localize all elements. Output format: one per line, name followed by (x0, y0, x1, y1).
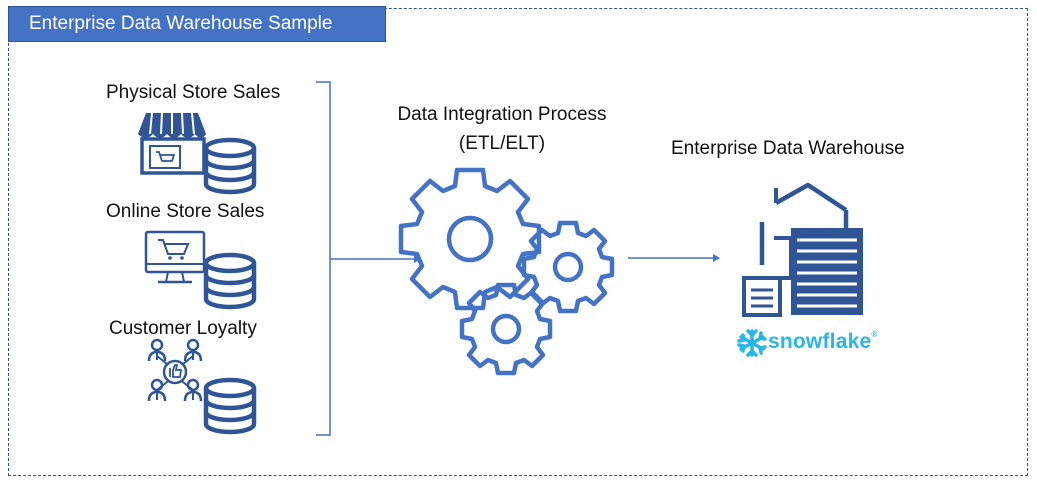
arrowhead-to-warehouse (713, 254, 720, 262)
snowflake-logo-icon (737, 329, 767, 357)
diagram-title: Enterprise Data Warehouse Sample (8, 6, 386, 42)
source-bracket (316, 81, 331, 436)
database-icon-online (206, 255, 254, 307)
process-label-line1: Data Integration Process (397, 104, 607, 125)
snowflake-brand-text: snowflake (768, 330, 872, 353)
server-icon (742, 182, 863, 317)
warehouse-label: Enterprise Data Warehouse (671, 138, 905, 159)
customer-network-icon (147, 338, 203, 403)
process-label-line2: (ETL/ELT) (458, 133, 546, 154)
snowflake-wordmark: snowflake® (768, 330, 877, 354)
store-icon (138, 112, 206, 175)
source-label-customer-loyalty: Customer Loyalty (109, 318, 257, 339)
database-icon-physical (206, 140, 254, 192)
snowflake-registered-mark: ® (871, 330, 878, 339)
source-label-physical-store: Physical Store Sales (106, 82, 281, 103)
source-label-online-store: Online Store Sales (106, 201, 265, 222)
database-icon-loyalty (206, 380, 254, 432)
monitor-cart-icon (144, 230, 206, 284)
gears-icon (398, 167, 615, 376)
diagram-frame (8, 8, 1028, 476)
